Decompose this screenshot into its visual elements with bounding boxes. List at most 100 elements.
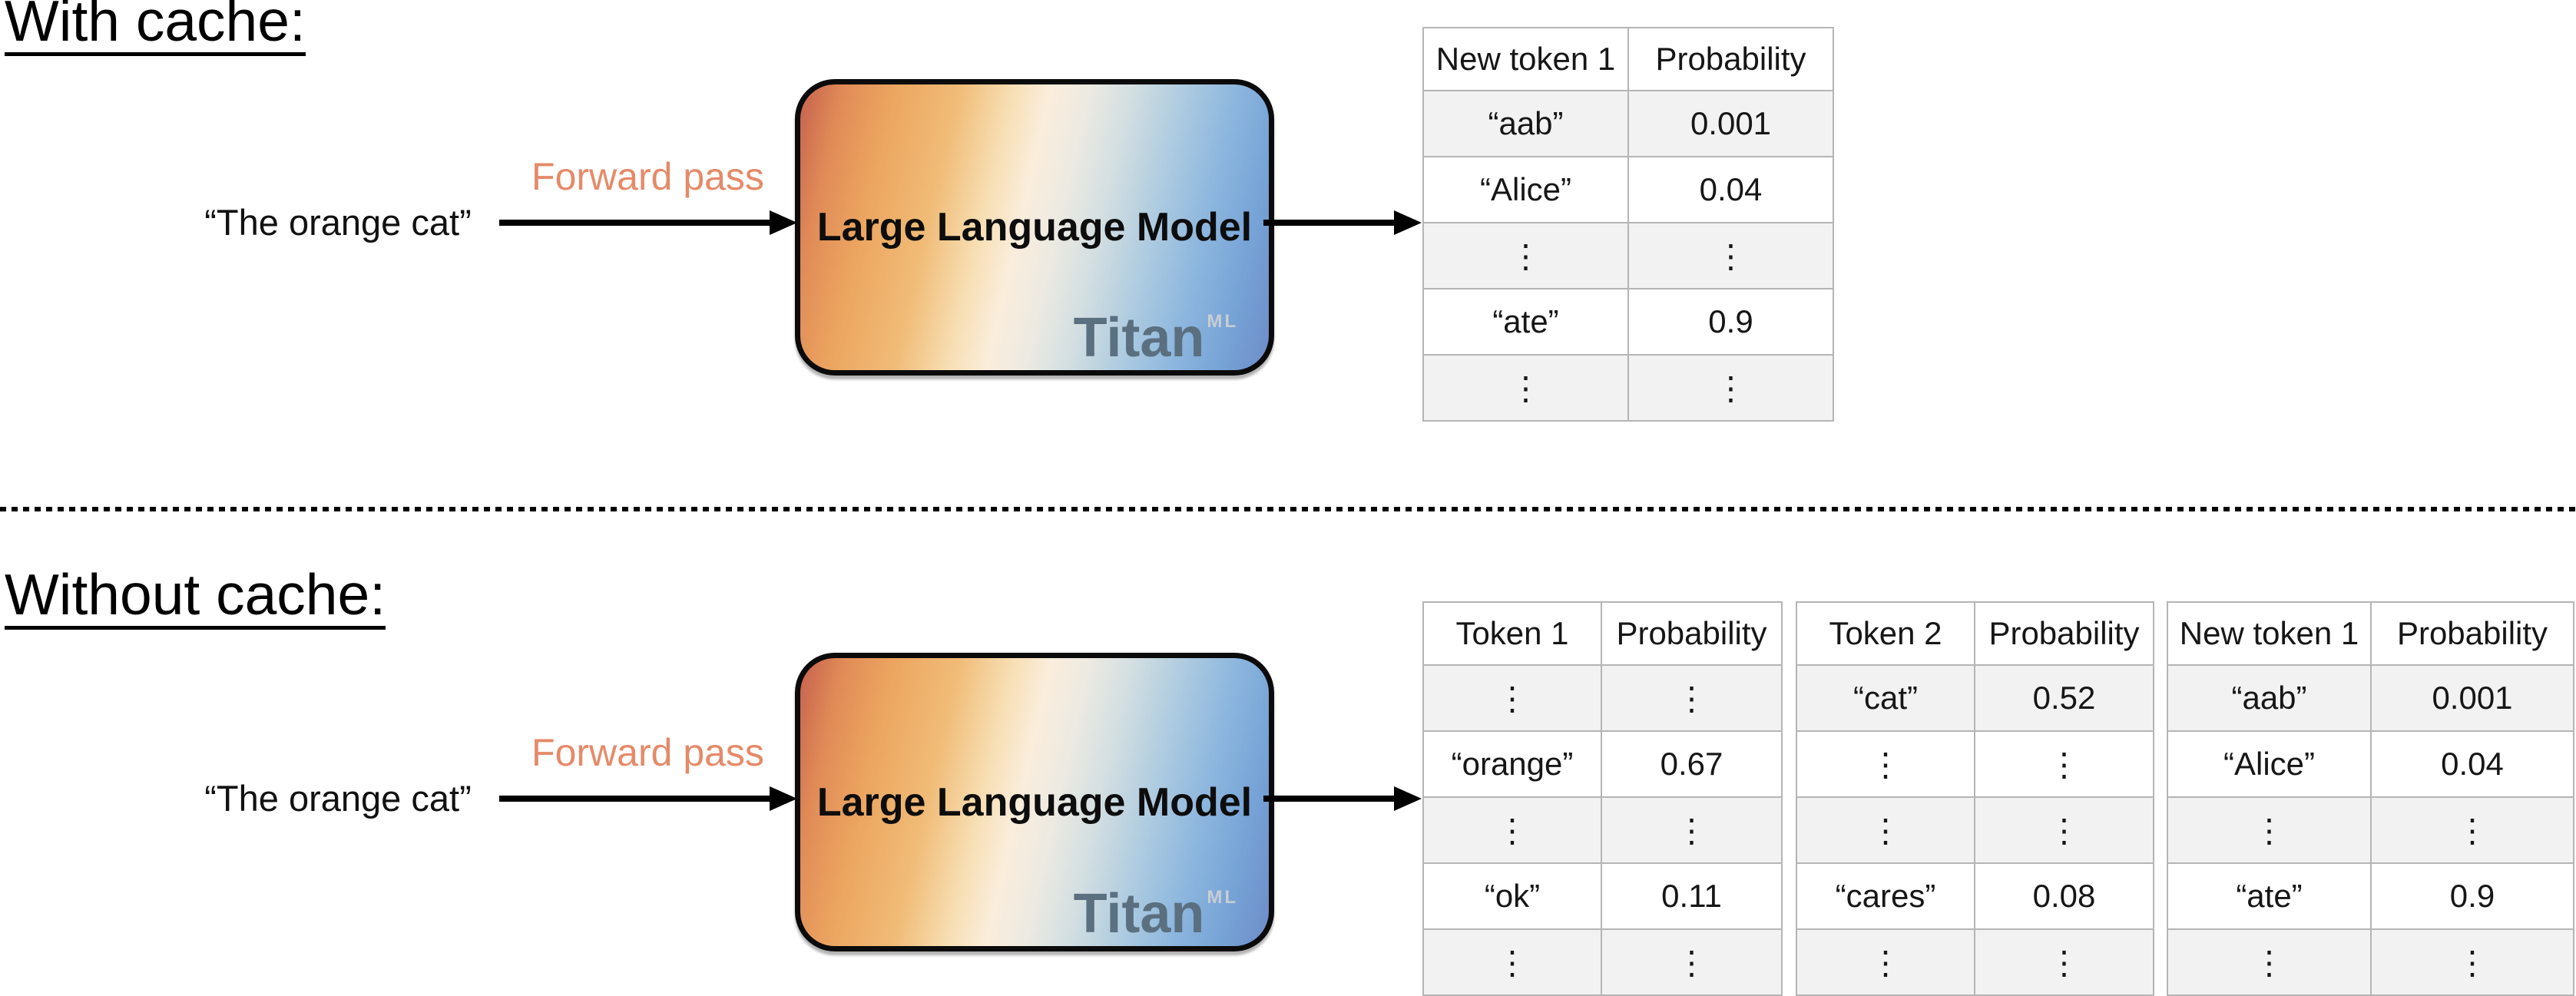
table-cell: “cat” (1796, 664, 1975, 732)
table-cell: “aab” (1422, 90, 1629, 157)
table-header-cell: Probability (1601, 601, 1783, 666)
forward-arrow-icon (499, 796, 770, 802)
token2-table: Token 2 Probability “cat” 0.52 ⋮ ⋮ ⋮ ⋮ “… (1796, 601, 2154, 996)
titanml-logo-text: Titan (1073, 883, 1205, 945)
table-cell: 0.11 (1601, 862, 1783, 930)
table-header-cell: New token 1 (2167, 601, 2372, 666)
table-cell: ⋮ (1974, 730, 2154, 798)
table-cell: “Alice” (2167, 730, 2372, 798)
table-row: “aab” 0.001 (2167, 664, 2574, 732)
table-cell: ⋮ (1974, 928, 2154, 996)
table-cell: ⋮ (1422, 354, 1629, 422)
table-row: ⋮ ⋮ (1796, 730, 2154, 798)
forward-pass-label: Forward pass (531, 731, 764, 774)
table-row: “ok” 0.11 (1422, 862, 1783, 930)
table-cell: 0.001 (2370, 664, 2574, 732)
table-cell: ⋮ (1422, 796, 1602, 864)
table-header-cell: Probability (1627, 27, 1834, 91)
table-cell: ⋮ (1422, 928, 1602, 996)
table-cell: ⋮ (2167, 796, 2372, 864)
table-cell: ⋮ (1601, 664, 1783, 732)
table-header-cell: New token 1 (1422, 27, 1629, 91)
llm-box-label: Large Language Model (816, 205, 1253, 250)
table-cell: 0.08 (1974, 862, 2154, 930)
table-header-row: New token 1 Probability (2167, 601, 2574, 666)
table-cell: 0.9 (1627, 288, 1834, 356)
table-row: ⋮ ⋮ (1422, 222, 1834, 290)
token1-table: Token 1 Probability ⋮ ⋮ “orange” 0.67 ⋮ … (1422, 601, 1783, 996)
llm-box-label: Large Language Model (816, 779, 1253, 825)
table-row: ⋮ ⋮ (2167, 796, 2574, 864)
table-row: “aab” 0.001 (1422, 90, 1834, 157)
table-cell: 0.04 (2370, 730, 2574, 798)
table-row: “cat” 0.52 (1796, 664, 2154, 732)
table-cell: “ok” (1422, 862, 1602, 930)
table-header-cell: Token 1 (1422, 601, 1602, 666)
input-text: “The orange cat” (204, 202, 472, 243)
table-row: ⋮ ⋮ (1422, 664, 1783, 732)
table-header-row: Token 1 Probability (1422, 601, 1783, 666)
table-header-row: New token 1 Probability (1422, 27, 1834, 91)
table-cell: “ate” (2167, 862, 2372, 930)
table-row: ⋮ ⋮ (1796, 796, 2154, 864)
table-cell: ⋮ (1796, 928, 1975, 996)
with-cache-title: With cache: (5, 0, 306, 56)
table-cell: ⋮ (1974, 796, 2154, 864)
table-row: “cares” 0.08 (1796, 862, 2154, 930)
table-cell: “aab” (2167, 664, 2372, 732)
table-cell: “Alice” (1422, 156, 1629, 223)
output-arrow-head-icon (1394, 786, 1422, 811)
table-row: “orange” 0.67 (1422, 730, 1783, 798)
table-cell: 0.67 (1601, 730, 1783, 798)
table-cell: ⋮ (1796, 730, 1975, 798)
table-cell: “ate” (1422, 288, 1629, 356)
input-text: “The orange cat” (204, 778, 472, 819)
table-row: “Alice” 0.04 (1422, 156, 1834, 223)
table-header-cell: Probability (1974, 601, 2154, 666)
table-row: ⋮ ⋮ (2167, 928, 2574, 996)
table-cell: ⋮ (2167, 928, 2372, 996)
table-cell: ⋮ (2370, 928, 2574, 996)
table-header-cell: Probability (2370, 601, 2574, 666)
new-token-table: New token 1 Probability “aab” 0.001 “Ali… (1422, 27, 1834, 422)
table-cell: ⋮ (1601, 796, 1783, 864)
titanml-logo-suffix: ML (1207, 311, 1238, 332)
new-token-table: New token 1 Probability “aab” 0.001 “Ali… (2167, 601, 2574, 996)
table-cell: ⋮ (1422, 664, 1602, 732)
table-row: ⋮ ⋮ (1422, 796, 1783, 864)
forward-arrow-head-icon (770, 210, 797, 235)
table-cell: 0.04 (1627, 156, 1834, 223)
table-cell: ⋮ (1796, 796, 1975, 864)
table-row: ⋮ ⋮ (1422, 928, 1783, 996)
table-cell: ⋮ (1422, 222, 1629, 290)
table-cell: “orange” (1422, 730, 1602, 798)
output-arrow-icon (1263, 220, 1394, 226)
table-cell: “cares” (1796, 862, 1975, 930)
table-row: “Alice” 0.04 (2167, 730, 2574, 798)
table-cell: 0.001 (1627, 90, 1834, 157)
table-header-cell: Token 2 (1796, 601, 1975, 666)
output-arrow-icon (1263, 796, 1394, 802)
titanml-logo-text: Titan (1073, 307, 1205, 369)
table-cell: ⋮ (2370, 796, 2574, 864)
table-cell: 0.9 (2370, 862, 2574, 930)
output-arrow-head-icon (1394, 210, 1422, 235)
table-header-row: Token 2 Probability (1796, 601, 2154, 666)
table-row: “ate” 0.9 (2167, 862, 2574, 930)
table-cell: ⋮ (1627, 354, 1834, 422)
table-cell: 0.52 (1974, 664, 2154, 732)
table-cell: ⋮ (1627, 222, 1834, 290)
titanml-logo-suffix: ML (1207, 887, 1238, 908)
table-row: “ate” 0.9 (1422, 288, 1834, 356)
table-row: ⋮ ⋮ (1422, 354, 1834, 422)
forward-arrow-head-icon (770, 786, 797, 811)
forward-arrow-icon (499, 220, 770, 226)
dashed-divider (0, 507, 2576, 511)
without-cache-title: Without cache: (5, 566, 386, 630)
table-cell: ⋮ (1601, 928, 1783, 996)
